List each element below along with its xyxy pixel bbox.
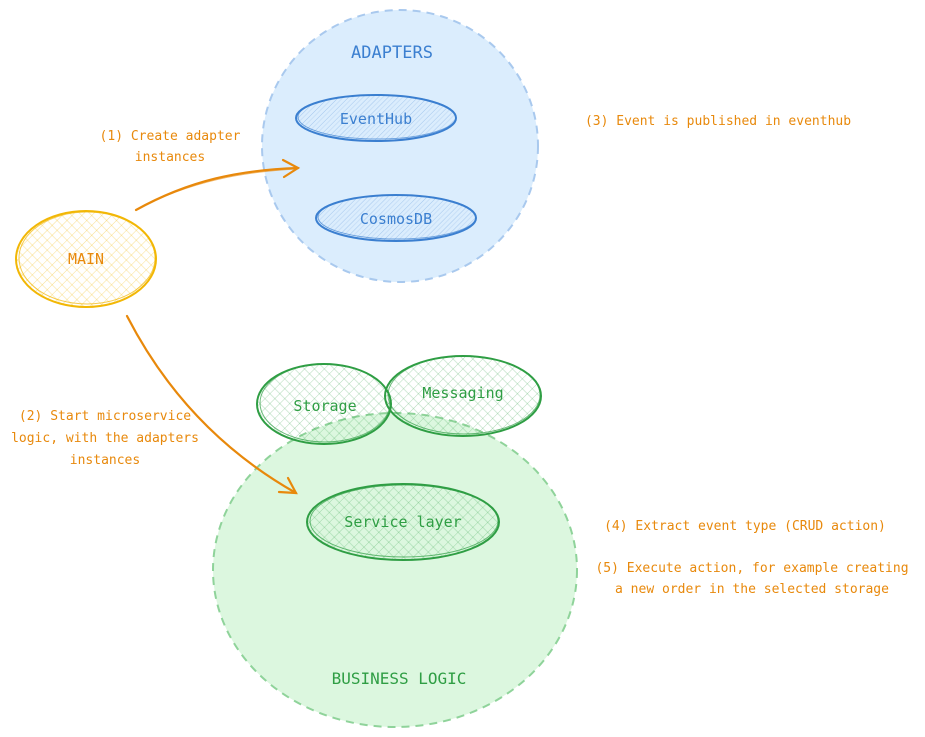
- messaging-label: Messaging: [422, 384, 503, 402]
- adapters-title: ADAPTERS: [351, 43, 433, 63]
- service-layer-label: Service layer: [344, 513, 461, 531]
- storage-node[interactable]: Storage: [256, 363, 392, 445]
- note-step1-line1: (1) Create adapter: [100, 129, 241, 144]
- service-layer-node[interactable]: Service layer: [306, 483, 500, 561]
- note-step3: (3) Event is published in eventhub: [585, 114, 851, 129]
- note-step4: (4) Extract event type (CRUD action): [604, 519, 886, 534]
- cosmosdb-node[interactable]: CosmosDB: [315, 194, 477, 242]
- note-step1-line2: instances: [135, 150, 205, 165]
- main-label: MAIN: [68, 250, 104, 268]
- business-logic-group: BUSINESS LOGIC Storage Messaging Service…: [212, 355, 578, 728]
- eventhub-node[interactable]: EventHub: [295, 94, 457, 142]
- note-step2: (2) Start microservice logic, with the a…: [11, 409, 199, 468]
- note-step2-line1: (2) Start microservice: [19, 409, 191, 424]
- note-step2-line3: instances: [70, 453, 140, 468]
- note-step5-line2: a new order in the selected storage: [615, 582, 889, 597]
- adapters-group: ADAPTERS EventHub CosmosDB: [261, 9, 539, 283]
- note-step5-line1: (5) Execute action, for example creating: [595, 561, 908, 576]
- cosmosdb-label: CosmosDB: [360, 210, 432, 228]
- storage-label: Storage: [293, 397, 356, 415]
- arrow-main-to-business: [125, 314, 298, 495]
- messaging-node[interactable]: Messaging: [384, 355, 542, 437]
- arrow-main-to-adapters: [134, 158, 301, 212]
- note-step1: (1) Create adapter instances: [100, 129, 241, 165]
- note-step2-line2: logic, with the adapters: [11, 431, 199, 446]
- eventhub-label: EventHub: [340, 110, 412, 128]
- main-node[interactable]: MAIN: [15, 210, 157, 308]
- business-logic-title: BUSINESS LOGIC: [332, 669, 467, 688]
- note-step5: (5) Execute action, for example creating…: [595, 561, 908, 597]
